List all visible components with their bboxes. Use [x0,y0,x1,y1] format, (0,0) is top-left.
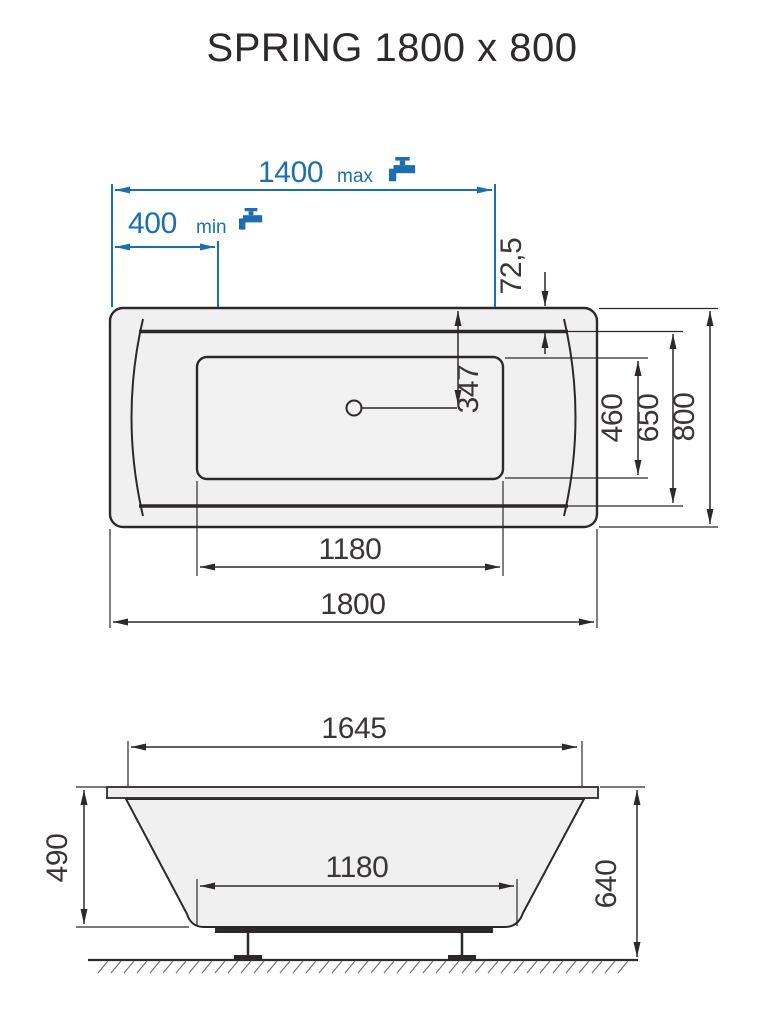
dim-1800: 1800 [113,588,594,626]
dim-value-650: 650 [632,394,665,443]
dim-1180-side: 1180 [200,851,514,890]
dim-347: 347 [452,311,485,413]
dim-800: 800 [668,311,714,524]
foot-left [234,955,262,961]
dim-1400-max: 1400 max [111,156,496,307]
dim-value-72-5: 72,5 [495,238,528,295]
dim-qualifier-max: max [337,166,373,187]
top-view: 1400 max 400 min 72,5 [108,156,718,628]
ground-hatch [97,960,629,974]
tub-right-arc [563,318,577,517]
tub-rim-lines [139,329,568,508]
dim-650: 650 [632,334,677,503]
dim-value-1645: 1645 [321,712,386,745]
dim-value-400: 400 [128,207,177,240]
base-frame [215,927,493,933]
dim-value-800: 800 [668,393,701,442]
foot-right [448,955,476,961]
dim-qualifier-min: min [196,217,227,238]
extension-lines-side-view [76,741,645,928]
dim-400-min: 400 min [115,207,263,251]
tub-basin [195,355,505,481]
tub-rim-slab [106,786,599,799]
dim-640: 640 [590,790,641,957]
blue-extension-lines [111,184,496,307]
dim-460: 460 [596,361,642,475]
side-view: 1645 1180 490 640 [41,712,645,974]
extension-lines-top-view [109,307,718,628]
dim-1180-top: 1180 [200,533,500,571]
faucet-icon [239,208,263,230]
dim-value-1400: 1400 [258,156,323,189]
drain-hole [345,399,363,417]
dim-value-640: 640 [590,860,623,909]
dim-value-490: 490 [41,834,74,883]
dim-value-347: 347 [452,365,485,414]
tub-legs [246,933,464,955]
dim-value-1800: 1800 [320,588,385,621]
tub-left-arc [130,318,144,517]
dim-value-460: 460 [596,394,629,443]
drawing-title: SPRING 1800 x 800 [206,26,578,70]
dim-value-1180-top: 1180 [319,533,382,566]
dim-490: 490 [41,790,88,924]
dim-value-1180-side: 1180 [326,851,389,884]
tub-side-body [124,798,586,928]
dim-1645: 1645 [131,712,577,751]
dim-72-5: 72,5 [495,238,549,354]
faucet-icon [389,157,416,182]
